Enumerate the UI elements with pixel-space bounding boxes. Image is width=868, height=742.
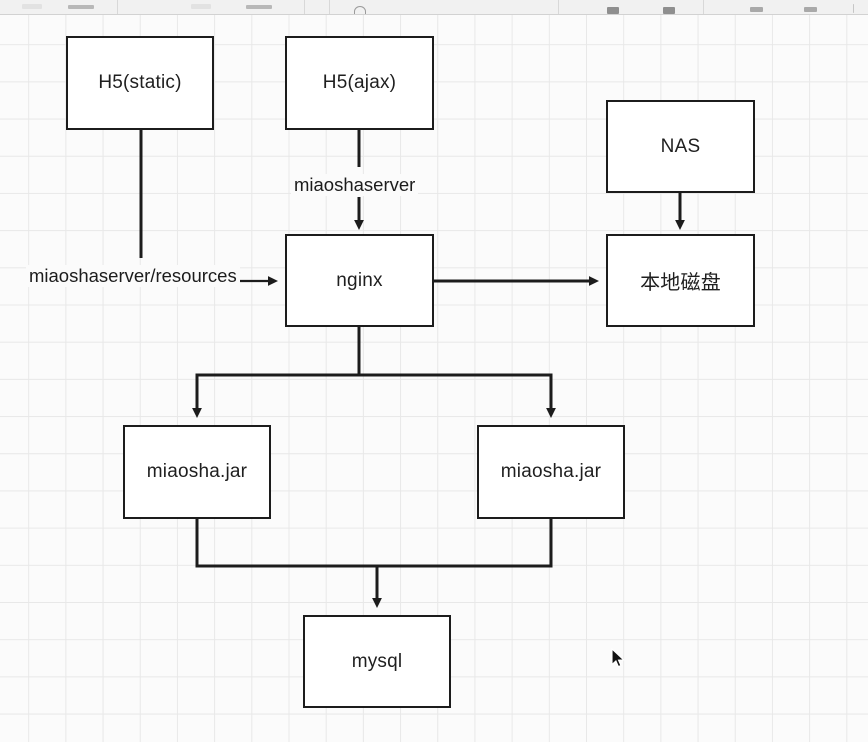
toolbar-icon-block-3 [749,7,763,12]
toolbar-divider [838,0,868,14]
edge-jarright-to-mysql [377,519,553,568]
node-nginx[interactable]: nginx [285,234,434,327]
node-label: H5(static) [98,72,182,93]
toolbar-group-2 [118,0,305,14]
toolbar-icon-ghost-1 [22,4,43,9]
node-label: NAS [660,135,701,157]
toolbar-button-1[interactable] [9,0,55,14]
node-label: nginx [336,269,383,291]
edge-nginx-to-jarright [359,373,556,419]
toolbar-button-4[interactable] [228,0,290,14]
node-miaosha-jar-left[interactable]: miaosha.jar [123,425,271,519]
toolbar-button-7[interactable] [730,0,782,14]
toolbar-button-search[interactable] [340,0,380,14]
toolbar-icon-bar-1 [68,5,95,9]
toolbar-button-5[interactable] [585,0,641,14]
search-icon [354,6,367,14]
toolbar-icon-block-1 [606,7,619,14]
toolbar-icon-bar-2 [245,5,272,9]
toolbar-button-2[interactable] [55,0,107,14]
node-label: 本地磁盘 [640,272,721,294]
node-label: H5(ajax) [322,72,397,93]
toolbar-button-8[interactable] [782,0,838,14]
node-miaosha-jar-right[interactable]: miaosha.jar [477,425,625,519]
toolbar-icon-ghost-2 [190,4,211,9]
toolbar-button-3[interactable] [174,0,228,14]
toolbar-group-3 [305,0,331,14]
toolbar-icon-block-2 [662,7,675,14]
toolbar-group-5 [559,0,705,14]
node-label: mysql [351,650,403,672]
edge-jarleft-to-mysql [195,519,382,609]
diagram-canvas[interactable]: H5(static) H5(ajax) NAS nginx 本地磁盘 miaos… [0,15,868,742]
node-label: miaosha.jar [500,461,602,482]
divider-icon [852,4,854,13]
node-mysql[interactable]: mysql [303,615,451,708]
node-nas[interactable]: NAS [606,100,755,193]
node-h5ajax[interactable]: H5(ajax) [285,36,434,130]
toolbar-button-6[interactable] [641,0,697,14]
toolbar-group-6 [704,0,868,14]
edge-nginx-to-jarleft [192,327,361,419]
edge-label-miaoshaserver: miaoshaserver [291,174,419,196]
toolbar-group-1 [0,0,119,14]
toolbar-icon-block-4 [803,7,817,12]
node-h5static[interactable]: H5(static) [66,36,214,130]
node-label: miaosha.jar [146,461,248,482]
node-localdisk[interactable]: 本地磁盘 [606,234,755,327]
edge-label-miaoshaserver-resources: miaoshaserver/resources [26,265,240,287]
toolbar-group-4 [330,0,559,14]
app-toolbar [0,0,868,15]
